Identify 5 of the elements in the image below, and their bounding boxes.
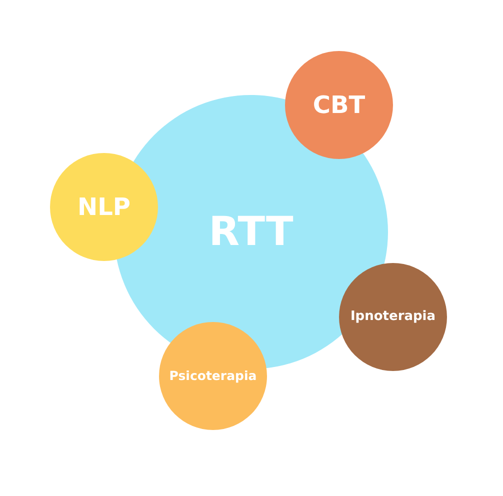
- node-label: CBT: [312, 92, 366, 118]
- node-label: RTT: [208, 210, 294, 254]
- node-label: Ipnoterapia: [350, 310, 436, 324]
- node-label: Psicoterapia: [169, 369, 257, 383]
- node-label: NLP: [78, 194, 130, 220]
